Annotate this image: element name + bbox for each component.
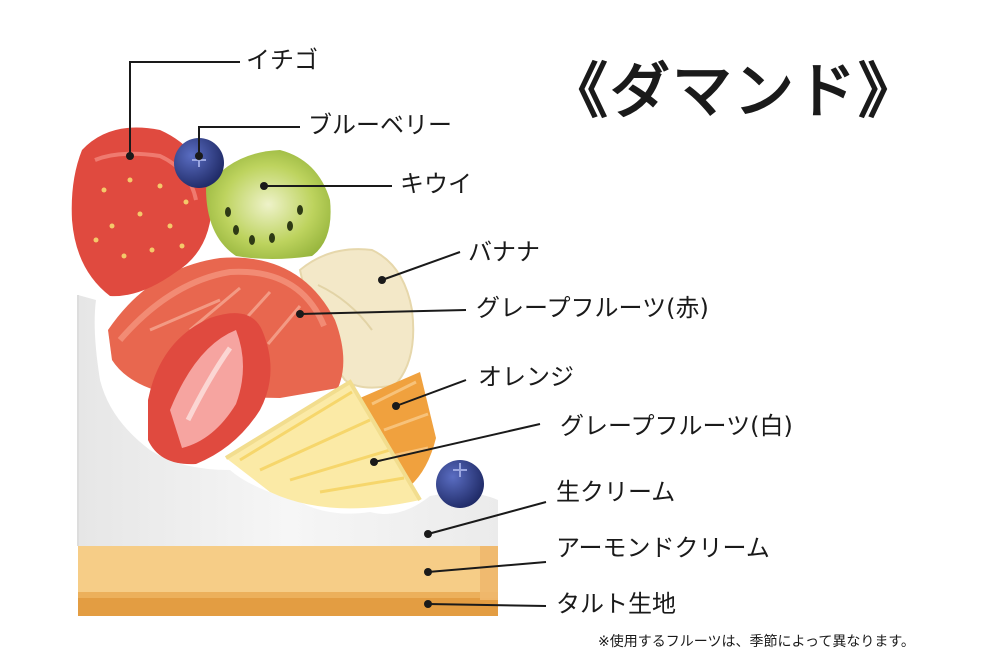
label-grapefruit-white: グレープフルーツ(白) — [560, 412, 793, 440]
grapefruit-white-wedge — [226, 382, 420, 509]
footnote: ※使用するフルーツは、季節によって異なります。 — [598, 634, 915, 650]
label-tart-crust: タルト生地 — [556, 590, 676, 618]
label-banana: バナナ — [468, 238, 540, 266]
leader-lines — [129, 61, 547, 607]
diagram-title: 《ダマンド》 — [548, 57, 920, 127]
label-grapefruit-red: グレープフルーツ(赤) — [476, 294, 709, 322]
label-fresh-cream: 生クリーム — [556, 478, 676, 506]
fresh-cream-layer — [78, 295, 498, 546]
label-strawberry: イチゴ — [246, 46, 318, 74]
blueberry-right — [436, 460, 484, 508]
label-almond-cream: アーモンドクリーム — [556, 534, 770, 562]
almond-cream-layer — [78, 546, 498, 592]
label-blueberry: ブルーベリー — [308, 111, 452, 139]
label-kiwi: キウイ — [400, 170, 472, 198]
label-orange: オレンジ — [478, 363, 574, 391]
kiwi-slice — [206, 150, 331, 259]
